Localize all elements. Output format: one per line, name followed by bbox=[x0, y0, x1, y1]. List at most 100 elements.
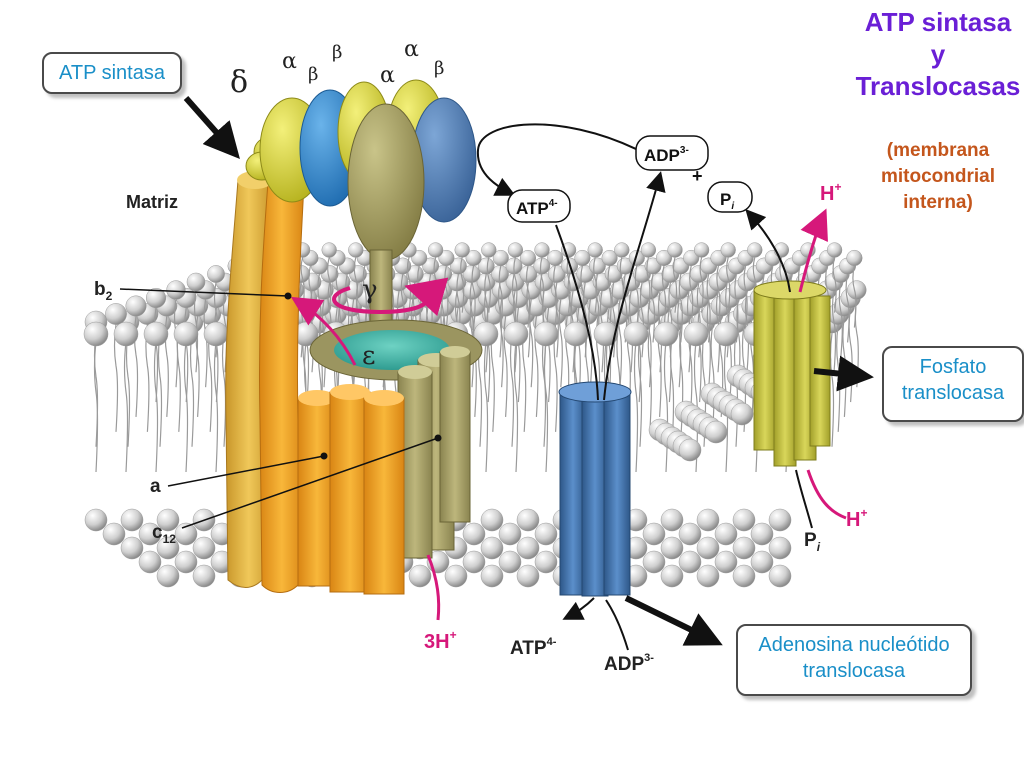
lipid-head bbox=[408, 564, 432, 588]
lipid-head bbox=[750, 522, 774, 546]
lipid-head bbox=[655, 249, 673, 267]
lipid-head bbox=[601, 249, 618, 267]
b2-subunit bbox=[225, 171, 305, 593]
lipid-tail bbox=[831, 290, 837, 373]
lipid-head bbox=[678, 522, 702, 546]
lipid-head bbox=[503, 321, 529, 347]
lipid-tail bbox=[353, 257, 358, 313]
lipid-head bbox=[462, 522, 486, 546]
lipid-tail bbox=[686, 290, 692, 373]
alpha-label-2: α bbox=[404, 37, 419, 62]
lipid-tail bbox=[607, 265, 612, 328]
pi-bottom-label: Pi bbox=[804, 530, 821, 554]
lipid-head bbox=[660, 564, 684, 588]
adp3-bottom-label: ADP3- bbox=[604, 652, 654, 675]
h-plus-top-label: H+ bbox=[820, 180, 841, 205]
lipid-head bbox=[534, 550, 558, 574]
lipid-tail bbox=[541, 332, 547, 447]
lipid-tail bbox=[726, 257, 731, 313]
lipid-head bbox=[444, 564, 468, 588]
a-subunit bbox=[297, 384, 405, 595]
pi-box: Pi bbox=[707, 181, 753, 213]
lipid-head bbox=[427, 242, 444, 258]
lipid-head bbox=[120, 536, 144, 560]
title-line-1: ATP sintasa bbox=[864, 7, 1012, 37]
atp-sintasa-callout-text: ATP sintasa bbox=[59, 62, 165, 84]
lipid-tail bbox=[497, 282, 503, 358]
svg-text:ATP4-: ATP4- bbox=[516, 198, 558, 218]
arrow-adp-in bbox=[605, 599, 629, 651]
b2-label: b2 bbox=[94, 279, 113, 303]
lipid-head bbox=[614, 242, 630, 258]
arrow-pi-up bbox=[745, 209, 791, 293]
lipid-tail bbox=[513, 257, 518, 313]
fosfato-callout-line-1: Fosfato bbox=[919, 356, 987, 378]
lipid-tail bbox=[845, 274, 850, 343]
lipid-head bbox=[683, 249, 700, 267]
lipid-head bbox=[102, 522, 126, 546]
lipid-head bbox=[768, 536, 792, 560]
lipid-head bbox=[696, 508, 720, 532]
lipid-tail bbox=[588, 299, 593, 388]
a-label: a bbox=[150, 476, 161, 497]
lipid-tail bbox=[646, 257, 651, 313]
lipid-head bbox=[480, 536, 504, 560]
lipid-tail bbox=[829, 332, 835, 447]
atp-sintasa-callout: ATP sintasa bbox=[42, 52, 182, 94]
lipid-head bbox=[203, 321, 229, 347]
delta-label: δ bbox=[230, 65, 248, 100]
lipid-head bbox=[678, 438, 702, 462]
lipid-tail bbox=[743, 265, 748, 328]
beta-label-3: β bbox=[434, 58, 444, 79]
lipid-tail bbox=[553, 265, 558, 328]
lipid-tail bbox=[483, 341, 489, 473]
lipid-tail bbox=[157, 332, 163, 447]
phosphate-translocase bbox=[753, 280, 831, 467]
lipid-tail bbox=[503, 316, 508, 417]
arrow-pi-in bbox=[795, 469, 813, 529]
lipid-head bbox=[704, 420, 728, 444]
lipid-head bbox=[623, 321, 649, 347]
lipid-tail bbox=[677, 299, 682, 388]
lipid-head bbox=[730, 402, 754, 426]
atp4-bottom-label: ATP4- bbox=[510, 636, 557, 659]
atp4-box: ATP4- bbox=[507, 189, 571, 223]
lipid-tail bbox=[193, 290, 199, 373]
leader-a bbox=[167, 455, 325, 487]
lipid-head bbox=[454, 242, 470, 258]
lipid-tail bbox=[715, 290, 721, 373]
lipid-head bbox=[156, 564, 180, 588]
lipid-tail bbox=[123, 341, 129, 473]
rotation-arrow bbox=[332, 277, 449, 317]
alpha-label-3: α bbox=[380, 63, 395, 88]
lipid-head bbox=[642, 522, 666, 546]
diagram-subtitle: (membrana mitocondrial interna) bbox=[848, 138, 1024, 216]
lipid-tail bbox=[327, 257, 332, 313]
lipid-tail bbox=[647, 324, 652, 432]
lipid-head bbox=[563, 321, 589, 347]
leader-c12 bbox=[181, 437, 439, 529]
f1-head bbox=[259, 79, 477, 261]
lipid-head bbox=[534, 522, 558, 546]
subtitle-line-1: (membrana bbox=[886, 140, 990, 161]
lipid-tail bbox=[628, 290, 634, 373]
lipid-tail bbox=[509, 332, 515, 447]
lipid-tail bbox=[529, 299, 534, 388]
lipid-tail bbox=[221, 332, 227, 447]
proton-arrow-fo bbox=[290, 296, 357, 366]
h-plus-bottom-label: H+ bbox=[846, 506, 867, 531]
lipid-head bbox=[533, 321, 559, 347]
lipid-tail bbox=[543, 341, 549, 473]
lipid-tail bbox=[525, 265, 531, 328]
subtitle-line-3: interna) bbox=[903, 192, 973, 213]
arrow-adp-up bbox=[603, 171, 666, 401]
lipid-head bbox=[713, 321, 739, 347]
arrow-atp-down bbox=[555, 224, 599, 401]
plus-sign: + bbox=[692, 166, 703, 186]
lipid-head bbox=[593, 321, 619, 347]
adenine-nucleotide-translocase bbox=[558, 381, 632, 597]
lipid-tail bbox=[832, 257, 837, 313]
lipid-tail bbox=[699, 257, 704, 313]
lipid-head bbox=[480, 564, 504, 588]
